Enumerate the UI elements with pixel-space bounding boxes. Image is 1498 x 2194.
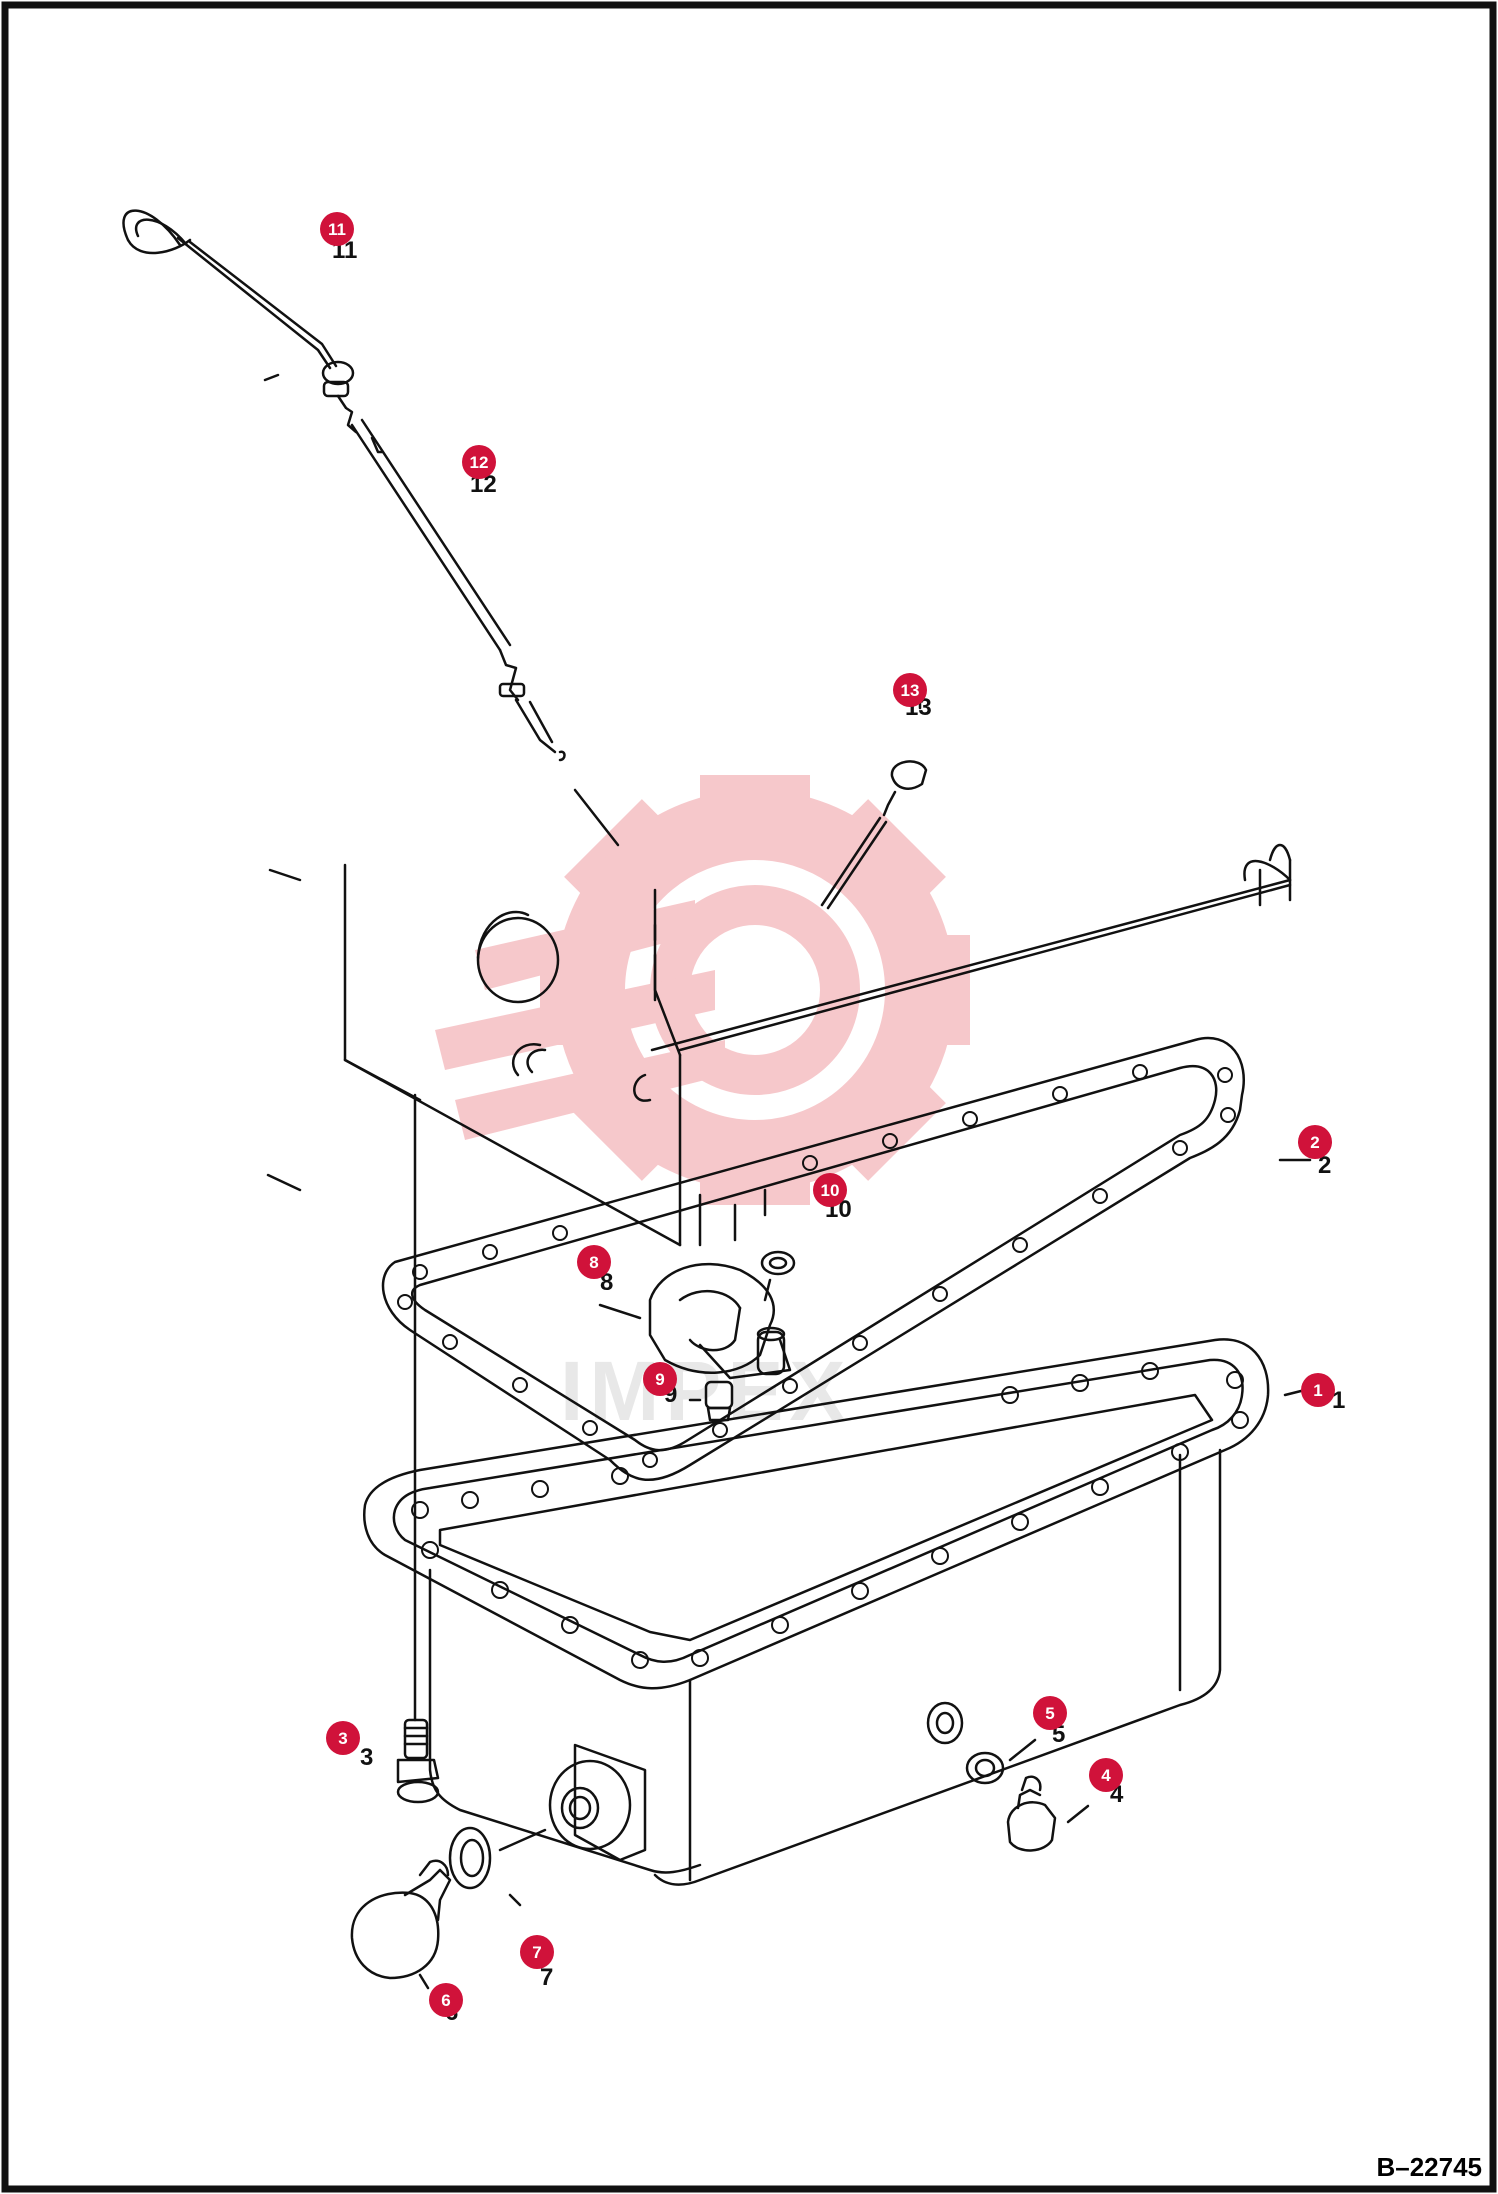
callout-badge bbox=[1089, 1758, 1123, 1792]
flange-bolt bbox=[396, 1718, 440, 1804]
callout-10: 10 bbox=[813, 1173, 847, 1207]
oil-strainer-pickup bbox=[648, 1250, 796, 1422]
callout-11: 11 bbox=[320, 212, 354, 246]
callout-1: 1 bbox=[1301, 1373, 1335, 1407]
dipstick-assembly bbox=[122, 209, 620, 847]
callout-label: 7 bbox=[532, 1943, 541, 1962]
oil-pan-gasket bbox=[381, 1036, 1245, 1482]
svg-text:2: 2 bbox=[1318, 1152, 1331, 1179]
callout-label: 11 bbox=[328, 220, 346, 239]
engine-block bbox=[343, 843, 1292, 1247]
callout-4: 4 bbox=[1089, 1758, 1123, 1792]
callout-5: 5 bbox=[1033, 1696, 1067, 1730]
callout-label: 10 bbox=[821, 1181, 840, 1200]
callout-label: 13 bbox=[901, 681, 920, 700]
callout-badge bbox=[462, 445, 496, 479]
svg-text:7: 7 bbox=[540, 1964, 553, 1991]
callout-label: 6 bbox=[441, 1991, 450, 2010]
svg-text:3: 3 bbox=[360, 1744, 373, 1771]
callout-7: 7 bbox=[520, 1935, 554, 1969]
callout-8: 8 bbox=[577, 1245, 611, 1279]
callout-6: 6 bbox=[429, 1983, 463, 2017]
callout-badge bbox=[320, 212, 354, 246]
drain-plug bbox=[350, 1828, 547, 1990]
gasket-bolt-holes bbox=[397, 1064, 1249, 1669]
callout-badge bbox=[1033, 1696, 1067, 1730]
callout-badge bbox=[577, 1245, 611, 1279]
callout-badge bbox=[813, 1173, 847, 1207]
level-plug bbox=[1006, 1775, 1090, 1852]
callout-2: 2 bbox=[1298, 1125, 1332, 1159]
level-plug-washer bbox=[965, 1738, 1037, 1785]
callout-13: 13 bbox=[893, 673, 927, 707]
callout-badge bbox=[1298, 1125, 1332, 1159]
callout-label: 4 bbox=[1101, 1766, 1111, 1785]
drain-plug-washer bbox=[448, 1826, 522, 1907]
callout-12: 12 bbox=[462, 445, 496, 479]
callout-badge bbox=[429, 1983, 463, 2017]
breather-plug bbox=[820, 760, 928, 910]
callout-3: 3 bbox=[326, 1721, 360, 1755]
callout-label: 5 bbox=[1045, 1704, 1054, 1723]
callout-label: 12 bbox=[470, 453, 489, 472]
callout-label: 8 bbox=[589, 1253, 598, 1272]
callout-badge bbox=[1301, 1373, 1335, 1407]
callout-badge bbox=[893, 673, 927, 707]
callout-badge bbox=[643, 1362, 677, 1396]
callout-label: 2 bbox=[1310, 1133, 1319, 1152]
callout-label: 3 bbox=[338, 1729, 347, 1748]
callout-9: 9 bbox=[643, 1362, 677, 1396]
callout-badge bbox=[520, 1935, 554, 1969]
callout-badge bbox=[326, 1721, 360, 1755]
callout-label: 9 bbox=[655, 1370, 664, 1389]
drawing-reference-code: B–22745 bbox=[1376, 2152, 1482, 2182]
svg-text:1: 1 bbox=[1332, 1387, 1345, 1414]
callout-label: 1 bbox=[1313, 1381, 1322, 1400]
watermark-gear-logo bbox=[435, 775, 970, 1205]
